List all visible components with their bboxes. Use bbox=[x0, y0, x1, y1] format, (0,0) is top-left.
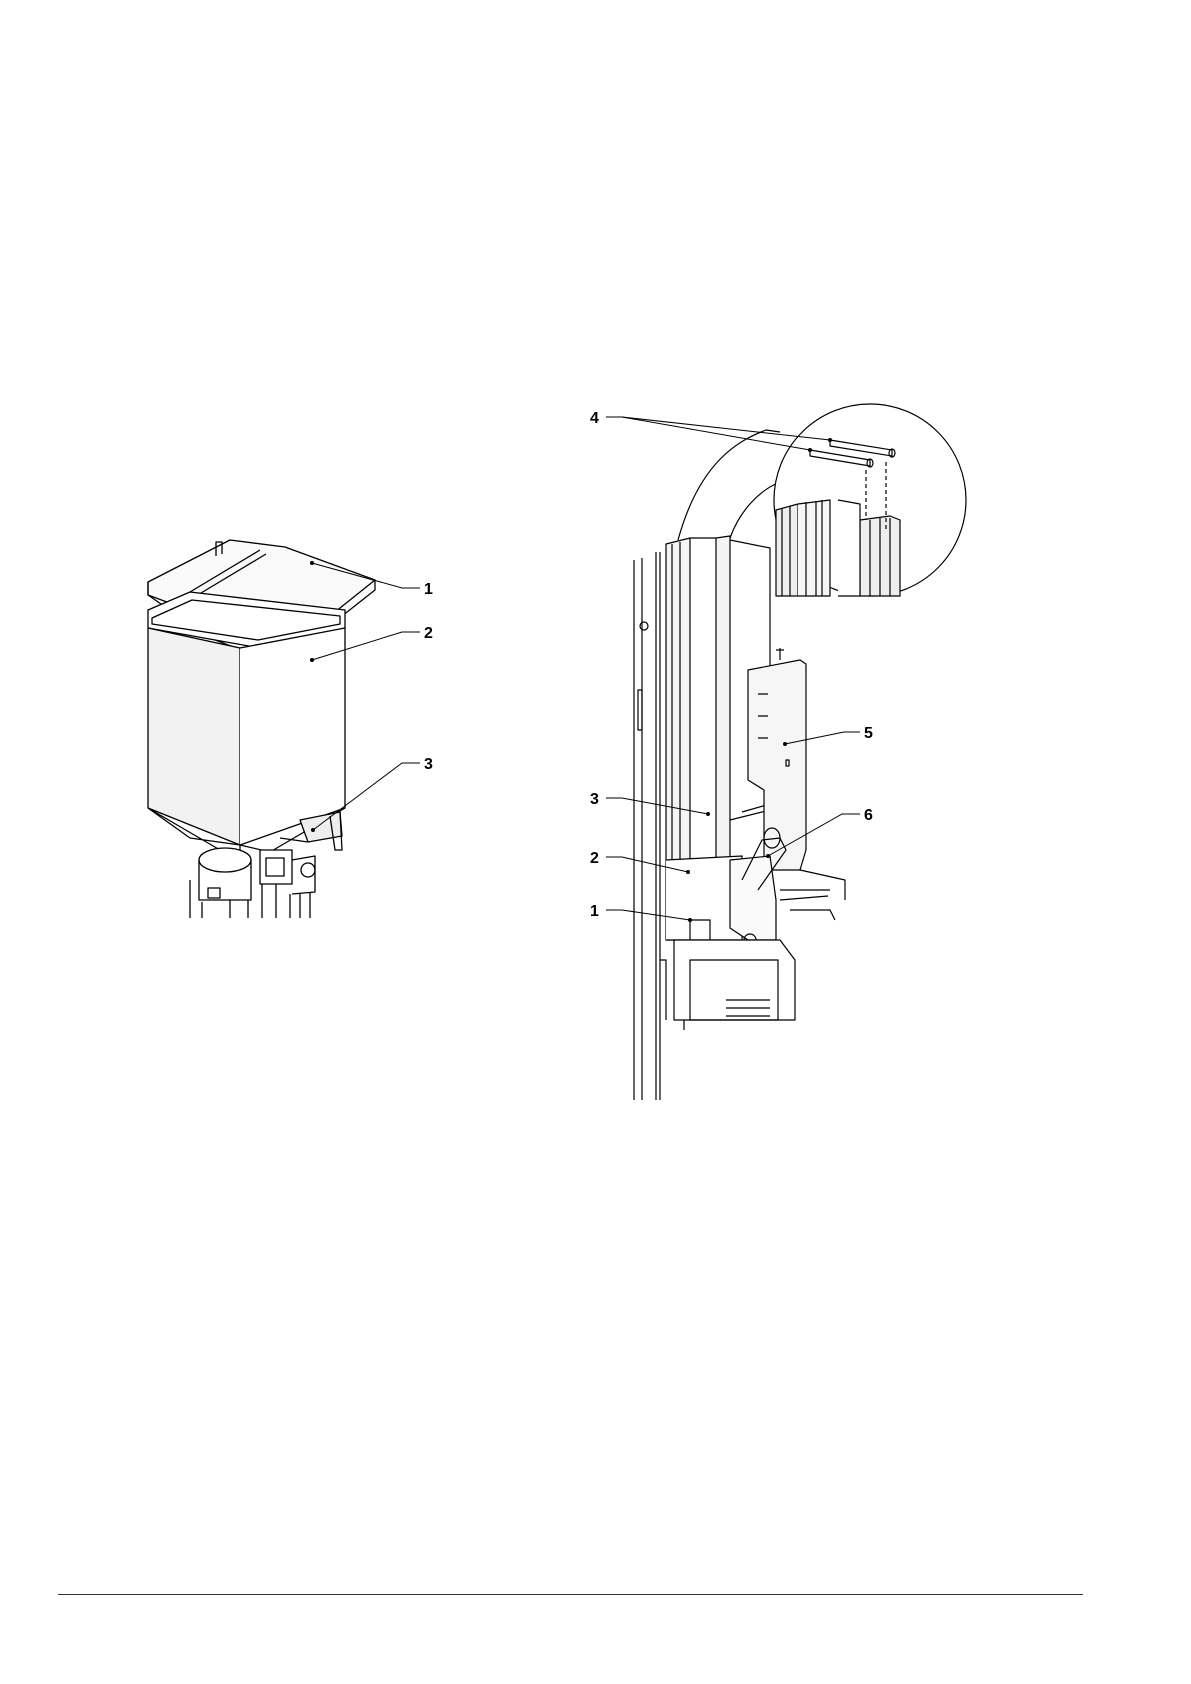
lower-mechanism bbox=[190, 848, 315, 918]
callout-2: 2 bbox=[590, 850, 599, 867]
callout-4: 4 bbox=[590, 410, 599, 427]
callout-5: 5 bbox=[864, 725, 873, 742]
callout-3: 3 bbox=[590, 791, 599, 808]
dispenser-figure: 4 5 6 3 2 1 bbox=[630, 420, 1010, 1100]
cabinet-frame bbox=[634, 552, 660, 1100]
footer-rule bbox=[58, 1594, 1083, 1595]
canister-drawing: 1 2 3 bbox=[130, 520, 490, 1000]
lower-frame bbox=[660, 940, 795, 1030]
callout-3: 3 bbox=[424, 756, 433, 773]
dispenser-drawing: 4 5 6 3 2 1 bbox=[630, 420, 1010, 1100]
brew-unit bbox=[666, 828, 835, 946]
callout-1: 1 bbox=[590, 903, 599, 920]
canister-figure: 1 2 3 bbox=[130, 520, 490, 1000]
callout-2: 2 bbox=[424, 625, 433, 642]
callout-6: 6 bbox=[864, 807, 873, 824]
callout-1: 1 bbox=[424, 581, 433, 598]
